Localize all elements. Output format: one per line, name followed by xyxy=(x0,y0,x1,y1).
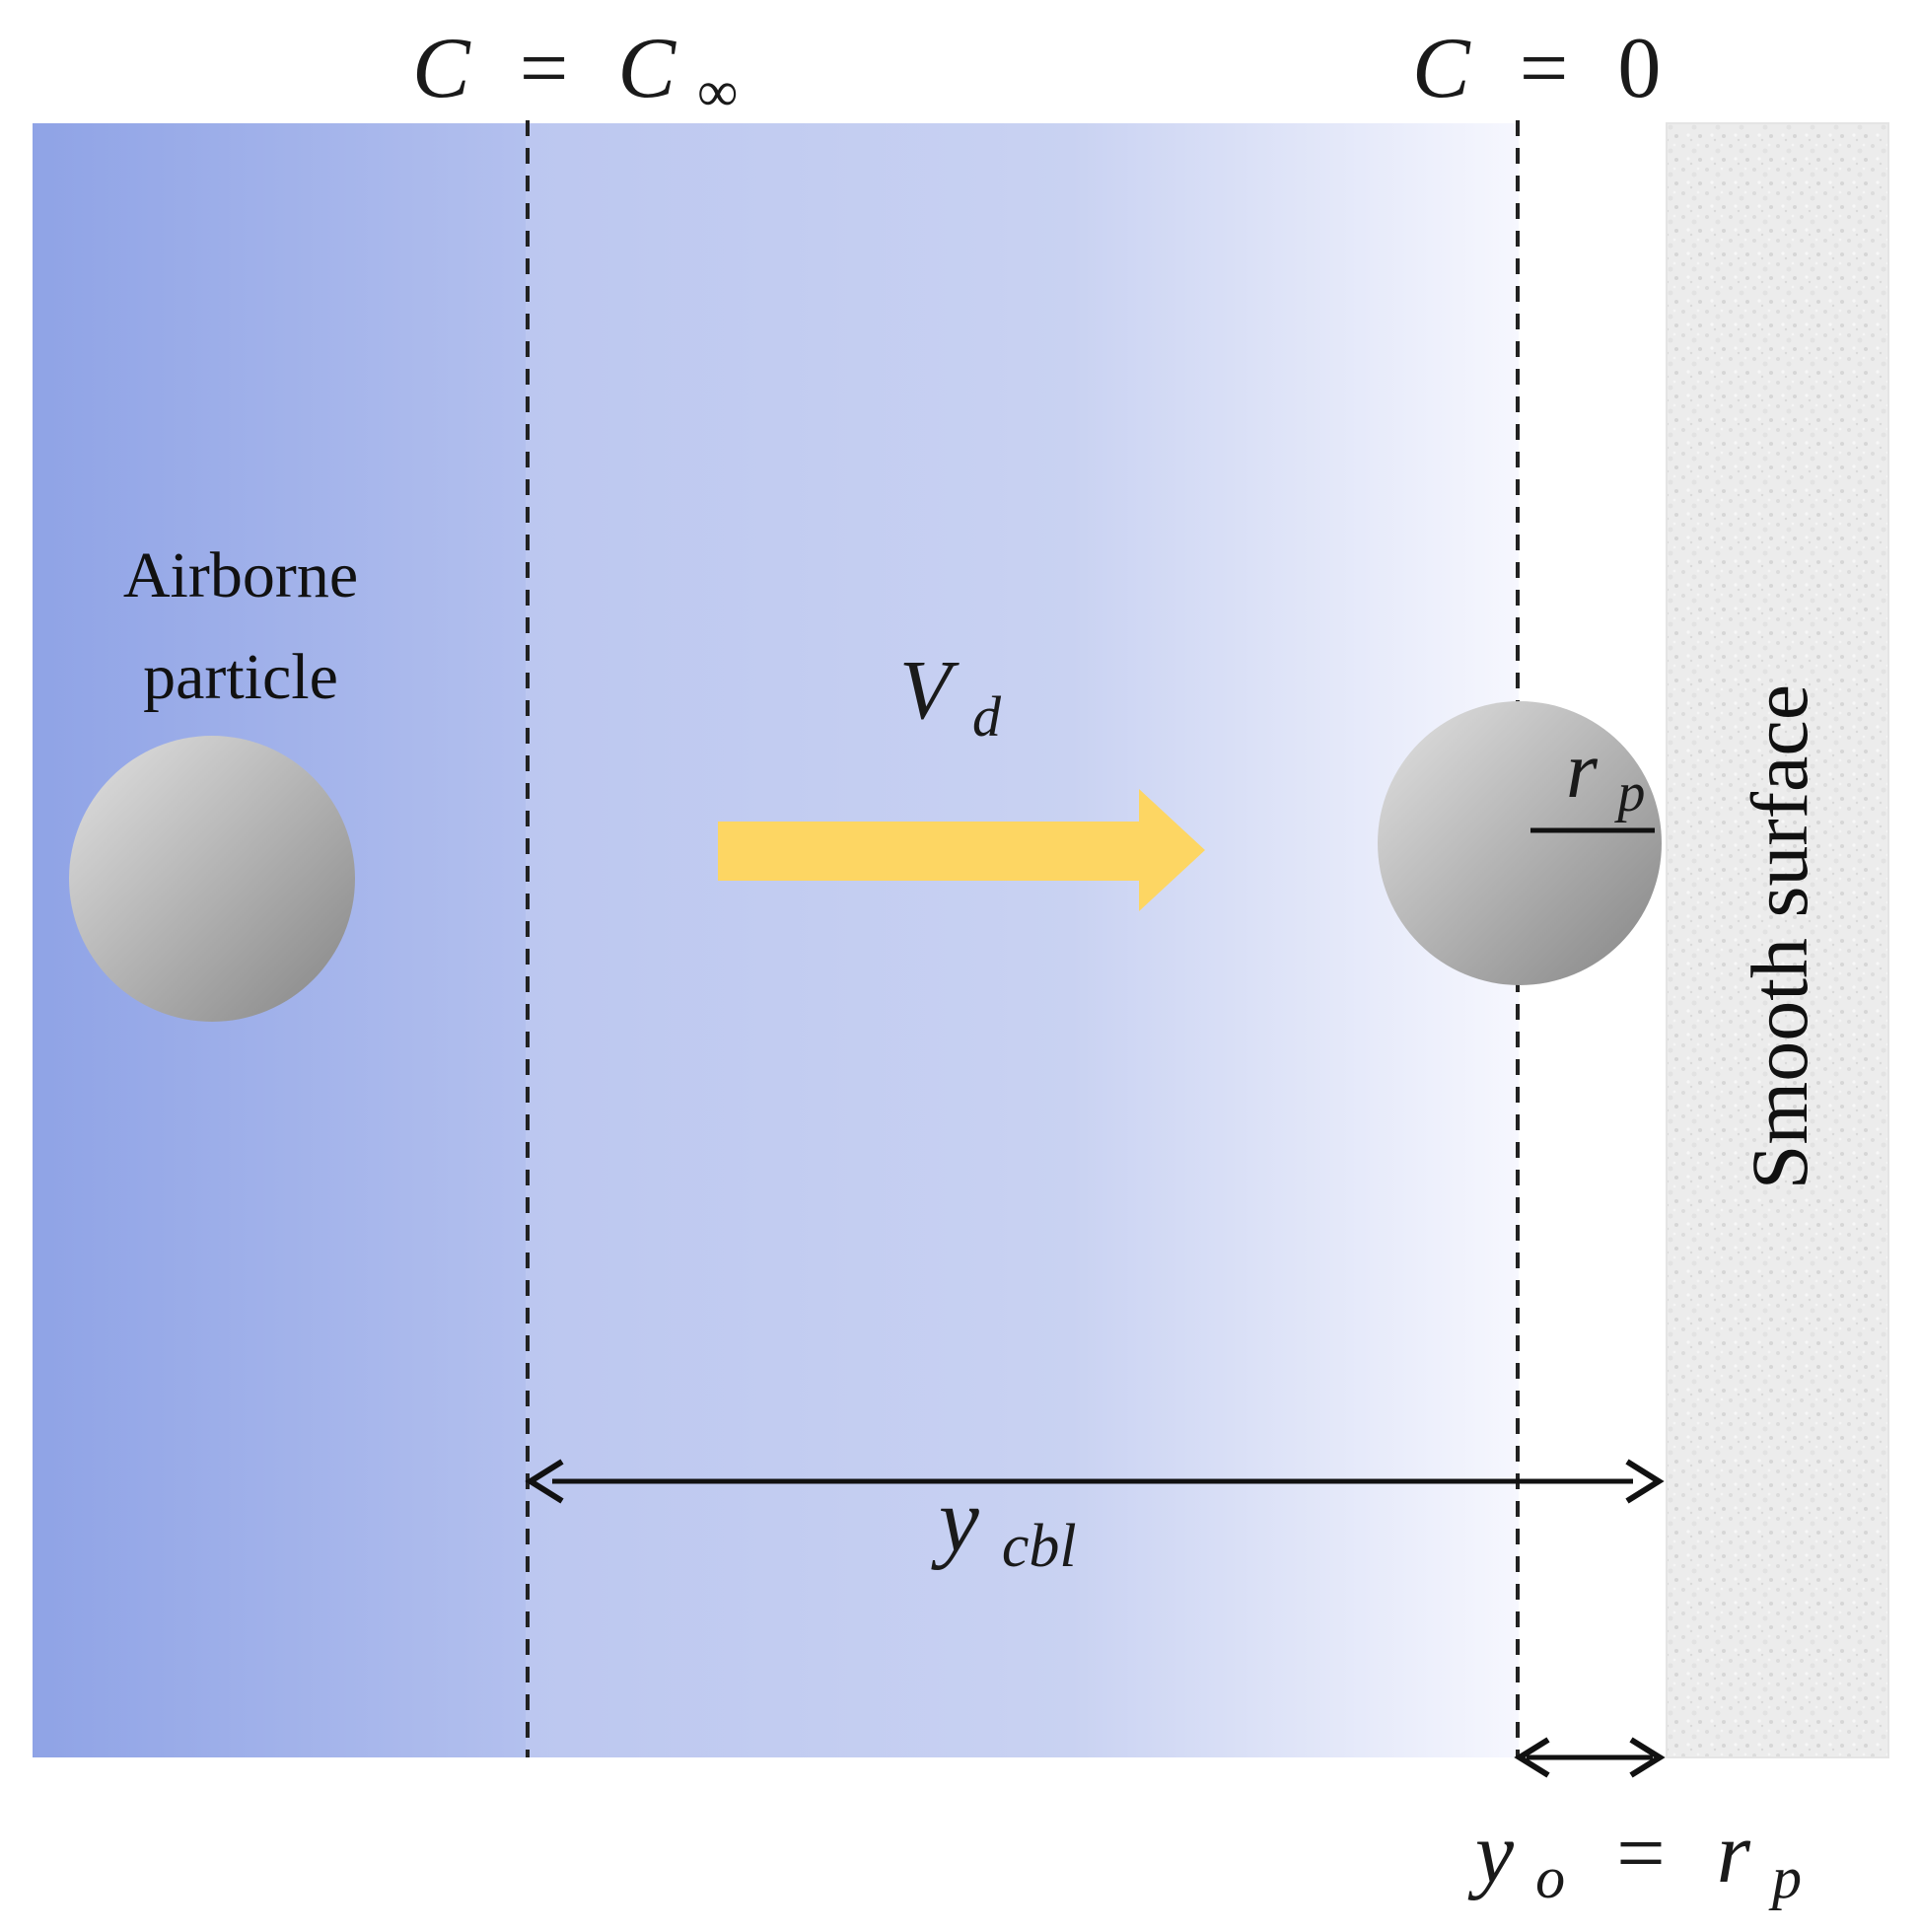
deposited-particle xyxy=(1378,701,1662,985)
airborne-particle xyxy=(69,736,355,1022)
c-infinity-subscript: ∞ xyxy=(697,59,738,123)
smooth-surface-wall xyxy=(1666,122,1889,1758)
rp-subscript: p xyxy=(1613,762,1645,823)
rp-main: r xyxy=(1566,725,1599,815)
c-infinity-rhs: C xyxy=(617,21,676,116)
c-infinity-label: C = C ∞ xyxy=(412,21,738,123)
ycbl-main: y xyxy=(931,1469,979,1570)
yo-subscript: o xyxy=(1535,1845,1565,1910)
smooth-surface-label: Smooth surface xyxy=(1735,684,1824,1189)
c-zero-rhs: 0 xyxy=(1617,21,1661,116)
boundary-layer-arrowhead-right xyxy=(1625,1459,1665,1504)
yo-main: y xyxy=(1467,1806,1515,1901)
vd-main: V xyxy=(899,642,960,737)
yo-rhs-subscript: p xyxy=(1768,1845,1802,1910)
vd-label: V d xyxy=(899,642,1002,749)
yo-equals: = xyxy=(1616,1806,1666,1901)
c-infinity-equals: = xyxy=(520,21,569,116)
vd-subscript: d xyxy=(972,684,1002,749)
yo-arrowhead-left xyxy=(1514,1737,1550,1778)
c-zero-equals: = xyxy=(1520,21,1569,116)
rp-label: r p xyxy=(1566,725,1645,823)
c-zero-label: C = 0 xyxy=(1412,21,1661,116)
ycbl-label: y cbl xyxy=(931,1469,1077,1580)
yo-rhs-main: r xyxy=(1717,1806,1751,1901)
airborne-label-line1: Airborne xyxy=(123,539,358,611)
deposition-velocity-arrow xyxy=(718,789,1205,911)
boundary-layer-region xyxy=(526,123,1519,1757)
c-infinity-lhs: C xyxy=(412,21,471,116)
c-zero-lhs: C xyxy=(1412,21,1471,116)
yo-label: y o = r p xyxy=(1467,1806,1802,1917)
ycbl-subscript: cbl xyxy=(1002,1513,1077,1580)
boundary-layer-arrowhead-left xyxy=(525,1459,564,1504)
yo-arrowhead-right xyxy=(1629,1737,1666,1778)
airborne-label-line2: particle xyxy=(143,641,338,713)
